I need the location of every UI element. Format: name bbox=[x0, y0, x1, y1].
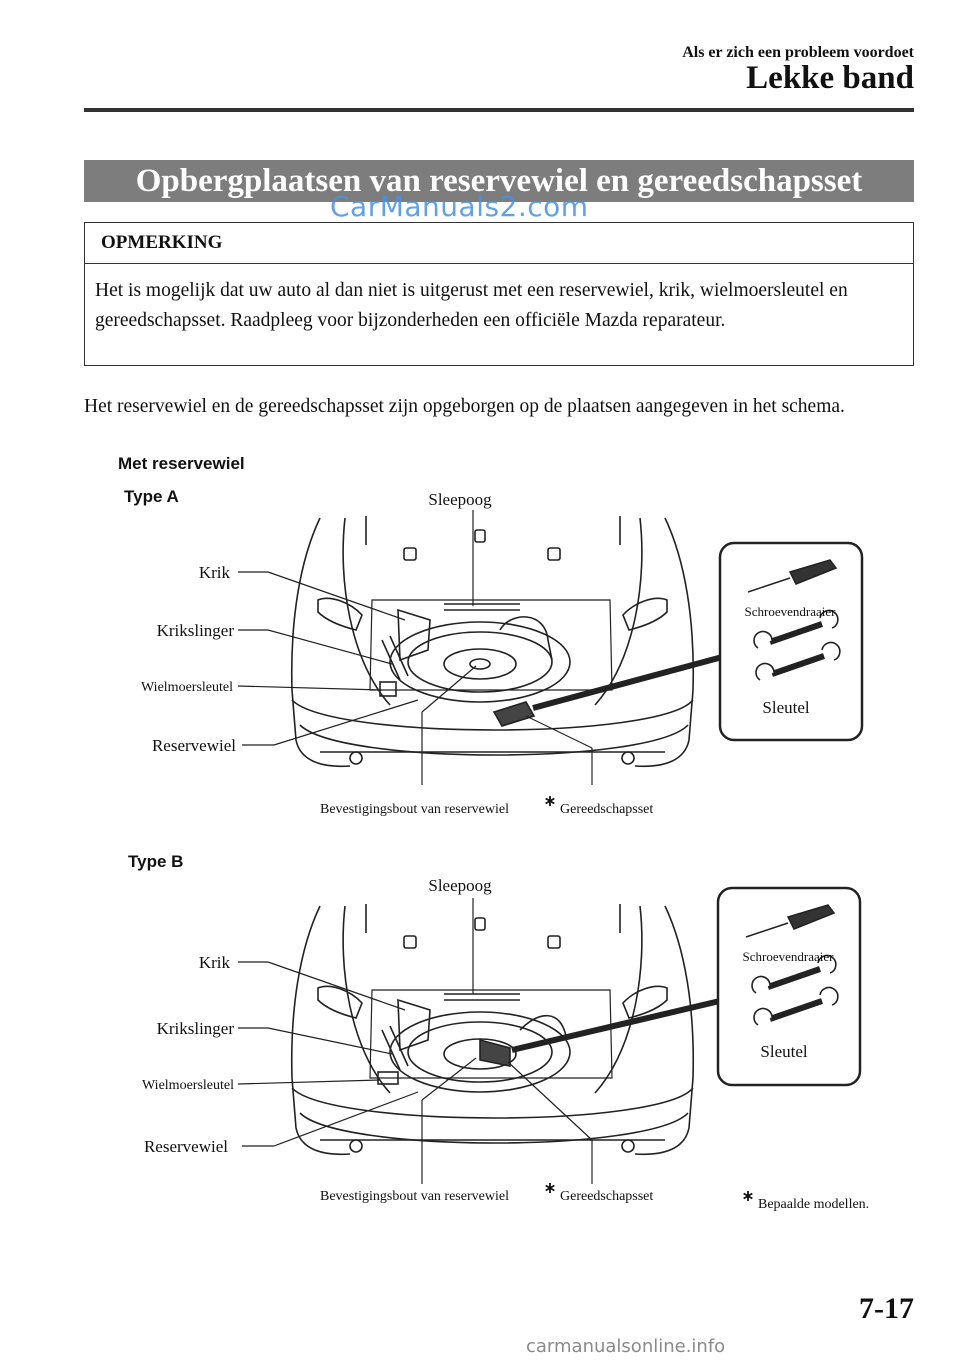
chapter-subtitle: Als er zich een probleem voordoet bbox=[682, 44, 914, 61]
label-wielmoersleutel-a: Wielmoersleutel bbox=[141, 680, 233, 695]
footer-watermark: carmanualsonline.info bbox=[526, 1336, 726, 1357]
screwdriver-icon bbox=[745, 904, 836, 938]
note-box: OPMERKING Het is mogelijk dat uw auto al… bbox=[84, 222, 914, 366]
label-gereedschapsset-a: Gereedschapsset bbox=[560, 802, 653, 817]
label-bevestigingsbout-a: Bevestigingsbout van reservewiel bbox=[320, 802, 509, 817]
with-spare-label: Met reservewiel bbox=[118, 454, 245, 473]
label-sleepoog-b: Sleepoog bbox=[428, 876, 492, 895]
label-schroevendraaier-a: Schroevendraaier bbox=[745, 604, 837, 619]
label-wielmoersleutel-b: Wielmoersleutel bbox=[142, 1078, 234, 1093]
chapter-title: Lekke band bbox=[746, 60, 914, 96]
type-b-label: Type B bbox=[128, 852, 184, 871]
wrench-icon bbox=[751, 954, 839, 1026]
note-text: Het is mogelijk dat uw auto al dan niet … bbox=[95, 280, 848, 331]
section-title: Opbergplaatsen van reservewiel en gereed… bbox=[84, 160, 914, 202]
label-sleutel-a: Sleutel bbox=[762, 698, 809, 717]
label-sleutel-b: Sleutel bbox=[760, 1042, 807, 1061]
type-a-label: Type A bbox=[124, 487, 179, 506]
label-krikslinger-a: Krikslinger bbox=[157, 621, 235, 640]
tool-inset-a bbox=[718, 541, 864, 742]
header-rule bbox=[84, 108, 914, 112]
diagram-type-a bbox=[290, 516, 695, 768]
note-heading: OPMERKING bbox=[85, 223, 913, 264]
label-krik-a: Krik bbox=[199, 563, 231, 582]
label-schroevendraaier-b: Schroevendraaier bbox=[743, 949, 835, 964]
label-krikslinger-b: Krikslinger bbox=[157, 1019, 235, 1038]
wrench-icon bbox=[753, 609, 841, 681]
label-gereedschapsset-b: Gereedschapsset bbox=[560, 1189, 653, 1204]
diagram-type-b bbox=[290, 904, 695, 1156]
asterisk-icon bbox=[742, 1190, 754, 1202]
label-bevestigingsbout-b: Bevestigingsbout van reservewiel bbox=[320, 1189, 509, 1204]
page-number: 7-17 bbox=[859, 1292, 914, 1325]
watermark: CarManuals2.com bbox=[330, 190, 589, 223]
asterisk-icon bbox=[544, 1182, 556, 1194]
label-krik-b: Krik bbox=[199, 953, 231, 972]
intro-paragraph: Het reservewiel en de gereedschapsset zi… bbox=[84, 396, 845, 417]
label-sleepoog-a: Sleepoog bbox=[428, 490, 492, 509]
footnote: Bepaalde modellen. bbox=[758, 1197, 869, 1212]
asterisk-icon bbox=[544, 795, 556, 807]
label-reservewiel-a: Reservewiel bbox=[152, 736, 236, 755]
tool-inset-b bbox=[716, 886, 862, 1087]
screwdriver-icon bbox=[747, 559, 838, 593]
label-reservewiel-b: Reservewiel bbox=[144, 1137, 228, 1156]
